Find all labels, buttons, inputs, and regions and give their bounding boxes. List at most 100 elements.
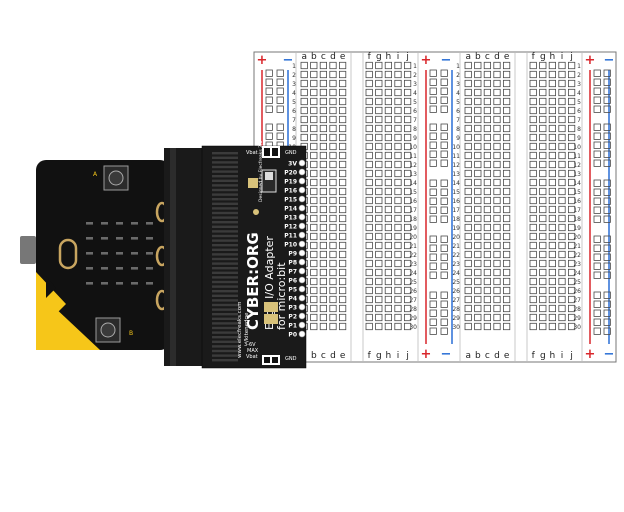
breadboard-hole[interactable] <box>310 286 318 295</box>
breadboard-hole[interactable] <box>384 115 393 124</box>
breadboard-hole[interactable] <box>502 286 511 295</box>
breadboard-hole[interactable] <box>365 97 373 106</box>
breadboard-hole[interactable] <box>394 295 402 304</box>
rail-hole[interactable] <box>440 206 448 214</box>
breadboard-hole[interactable] <box>502 241 511 250</box>
breadboard-hole[interactable] <box>474 259 482 268</box>
breadboard-hole[interactable] <box>483 106 492 115</box>
breadboard-hole[interactable] <box>474 88 482 97</box>
breadboard-hole[interactable] <box>365 169 373 178</box>
breadboard-hole[interactable] <box>300 61 308 70</box>
breadboard-hole[interactable] <box>502 70 511 79</box>
breadboard-hole[interactable] <box>319 322 328 331</box>
rail-hole[interactable] <box>603 132 611 140</box>
breadboard-hole[interactable] <box>319 115 328 124</box>
breadboard-hole[interactable] <box>375 160 383 169</box>
breadboard-hole[interactable] <box>319 124 328 133</box>
breadboard-hole[interactable] <box>365 304 373 313</box>
breadboard-hole[interactable] <box>338 241 347 250</box>
rail-hole[interactable] <box>440 300 448 308</box>
rail-hole[interactable] <box>593 244 601 252</box>
breadboard-hole[interactable] <box>310 196 318 205</box>
breadboard-hole[interactable] <box>548 232 557 241</box>
breadboard-hole[interactable] <box>384 151 393 160</box>
breadboard-hole[interactable] <box>365 79 373 88</box>
breadboard-hole[interactable] <box>502 295 511 304</box>
breadboard-hole[interactable] <box>548 268 557 277</box>
breadboard-hole[interactable] <box>568 322 576 331</box>
breadboard-hole[interactable] <box>558 214 566 223</box>
breadboard-hole[interactable] <box>365 313 373 322</box>
breadboard-hole[interactable] <box>310 115 318 124</box>
breadboard-hole[interactable] <box>539 259 547 268</box>
rail-hole[interactable] <box>593 105 601 113</box>
breadboard-hole[interactable] <box>338 160 347 169</box>
breadboard-hole[interactable] <box>365 241 373 250</box>
breadboard-hole[interactable] <box>502 187 511 196</box>
breadboard-hole[interactable] <box>384 88 393 97</box>
breadboard-hole[interactable] <box>493 313 501 322</box>
rail-hole[interactable] <box>603 215 611 223</box>
breadboard-hole[interactable] <box>529 250 537 259</box>
rail-hole[interactable] <box>603 123 611 131</box>
breadboard-hole[interactable] <box>529 178 537 187</box>
breadboard-hole[interactable] <box>539 88 547 97</box>
breadboard-hole[interactable] <box>548 304 557 313</box>
breadboard-hole[interactable] <box>329 205 337 214</box>
breadboard-hole[interactable] <box>568 106 576 115</box>
breadboard-hole[interactable] <box>329 313 337 322</box>
breadboard-hole[interactable] <box>365 115 373 124</box>
breadboard-hole[interactable] <box>548 169 557 178</box>
breadboard-hole[interactable] <box>464 277 472 286</box>
breadboard-hole[interactable] <box>483 304 492 313</box>
rail-hole[interactable] <box>429 78 437 86</box>
breadboard-hole[interactable] <box>384 97 393 106</box>
breadboard-hole[interactable] <box>529 169 537 178</box>
breadboard-hole[interactable] <box>539 232 547 241</box>
breadboard-hole[interactable] <box>558 160 566 169</box>
breadboard-hole[interactable] <box>548 70 557 79</box>
breadboard-hole[interactable] <box>568 196 576 205</box>
breadboard-hole[interactable] <box>568 160 576 169</box>
breadboard-hole[interactable] <box>310 250 318 259</box>
pin-pad[interactable] <box>298 258 306 266</box>
breadboard-hole[interactable] <box>375 205 383 214</box>
breadboard-hole[interactable] <box>310 187 318 196</box>
breadboard-hole[interactable] <box>403 304 412 313</box>
breadboard-hole[interactable] <box>474 133 482 142</box>
breadboard-hole[interactable] <box>493 178 501 187</box>
breadboard-hole[interactable] <box>403 97 412 106</box>
breadboard-hole[interactable] <box>493 79 501 88</box>
rail-hole[interactable] <box>440 105 448 113</box>
breadboard-hole[interactable] <box>464 232 472 241</box>
breadboard-hole[interactable] <box>310 97 318 106</box>
breadboard-hole[interactable] <box>483 241 492 250</box>
rail-hole[interactable] <box>440 87 448 95</box>
breadboard-hole[interactable] <box>394 142 402 151</box>
pin-pad[interactable] <box>298 195 306 203</box>
breadboard-hole[interactable] <box>529 223 537 232</box>
breadboard-hole[interactable] <box>502 79 511 88</box>
breadboard-hole[interactable] <box>384 178 393 187</box>
breadboard-hole[interactable] <box>403 88 412 97</box>
breadboard-hole[interactable] <box>529 313 537 322</box>
breadboard-hole[interactable] <box>329 223 337 232</box>
rail-hole[interactable] <box>440 159 448 167</box>
breadboard-hole[interactable] <box>558 286 566 295</box>
breadboard-hole[interactable] <box>464 124 472 133</box>
breadboard-hole[interactable] <box>394 277 402 286</box>
breadboard-hole[interactable] <box>568 250 576 259</box>
breadboard-hole[interactable] <box>375 151 383 160</box>
breadboard-hole[interactable] <box>529 79 537 88</box>
breadboard-hole[interactable] <box>319 277 328 286</box>
breadboard-hole[interactable] <box>483 268 492 277</box>
breadboard-hole[interactable] <box>338 142 347 151</box>
breadboard-hole[interactable] <box>493 232 501 241</box>
breadboard-hole[interactable] <box>403 295 412 304</box>
pin-pad[interactable] <box>298 267 306 275</box>
breadboard-hole[interactable] <box>300 106 308 115</box>
breadboard-hole[interactable] <box>338 286 347 295</box>
breadboard-hole[interactable] <box>464 79 472 88</box>
breadboard-hole[interactable] <box>394 61 402 70</box>
breadboard-hole[interactable] <box>539 160 547 169</box>
